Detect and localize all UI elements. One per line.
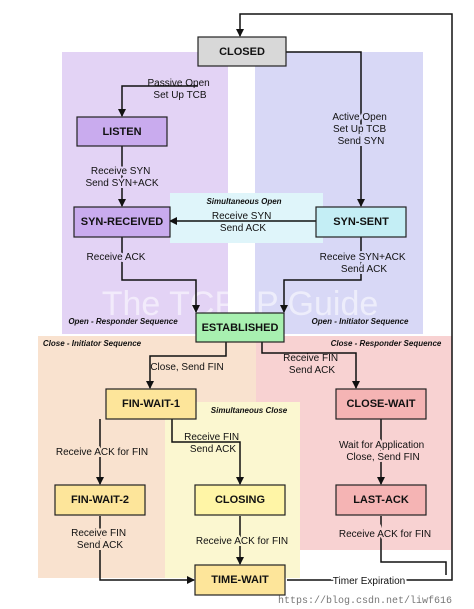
state-syn-received-box xyxy=(73,206,171,238)
label-active-open-line-3: Send SYN xyxy=(338,136,385,147)
label-synrcvd-estab-line-1: Receive ACK xyxy=(87,252,146,263)
label-estab-closewait-line-1: Receive FIN xyxy=(283,353,338,364)
state-listen-label: LISTEN xyxy=(102,126,141,138)
label-finwait2-timewait-line-1: Receive FIN xyxy=(71,528,126,539)
label-synsent-synrcvd-line-1: Receive SYN xyxy=(212,211,271,222)
edge-finwait2-timewait xyxy=(99,516,195,584)
label-timewait-closed-line-1: Timer Expiration xyxy=(333,576,405,587)
label-estab-closewait: Receive FIN Send ACK xyxy=(283,353,341,376)
label-synsent-estab: Receive SYN+ACK Send ACK xyxy=(320,252,409,275)
edge-closed-synsent xyxy=(286,51,365,207)
edge-estab-finwait1 xyxy=(146,342,227,389)
label-simultaneous-close: Simultaneous Close xyxy=(211,406,288,415)
label-listen-synrcvd-line-1: Receive SYN xyxy=(91,166,150,177)
state-close-wait[interactable]: CLOSE-WAIT xyxy=(335,388,427,420)
edge-closed-listen xyxy=(118,85,198,117)
label-active-open-line-1: Active Open xyxy=(332,112,386,123)
label-passive-open-line-2: Set Up TCB xyxy=(153,90,206,101)
label-close-initiator: Close - Initiator Sequence xyxy=(43,339,142,348)
label-closewait-lastack-line-2: Close, Send FIN xyxy=(346,452,419,463)
state-syn-received-label: SYN-RECEIVED xyxy=(81,216,164,228)
label-closewait-lastack-line-1: Wait for Application xyxy=(339,440,424,451)
region-simultaneous-open xyxy=(170,193,323,243)
edge-synrcvd-estab xyxy=(121,237,200,313)
label-listen-synrcvd-line-2: Send SYN+ACK xyxy=(85,178,158,189)
label-finwait1-finwait2-line-1: Receive ACK for FIN xyxy=(56,447,148,458)
label-closing-timewait-line-1: Receive ACK for FIN xyxy=(196,536,288,547)
state-fin-wait-2-label: FIN-WAIT-2 xyxy=(71,494,129,506)
state-closed-box xyxy=(197,36,287,67)
label-closing-timewait: Receive ACK for FIN xyxy=(196,536,288,547)
state-syn-sent-box xyxy=(315,206,407,238)
state-close-wait-box xyxy=(335,388,427,420)
state-time-wait[interactable]: TIME-WAIT xyxy=(194,564,286,596)
state-syn-sent-label: SYN-SENT xyxy=(333,216,389,228)
state-closing[interactable]: CLOSING xyxy=(194,484,286,516)
state-established-box xyxy=(195,312,285,343)
label-synsent-synrcvd: Receive SYN Send ACK xyxy=(212,211,274,234)
edge-synsent-estab xyxy=(280,237,362,313)
state-last-ack[interactable]: LAST-ACK xyxy=(335,484,427,516)
state-syn-received[interactable]: SYN-RECEIVED xyxy=(73,206,171,238)
state-last-ack-box xyxy=(335,484,427,516)
state-last-ack-label: LAST-ACK xyxy=(353,494,409,506)
label-estab-closewait-line-2: Send ACK xyxy=(289,365,335,376)
label-passive-open-line-1: Passive Open xyxy=(147,78,209,89)
label-closewait-lastack: Wait for Application Close, Send FIN xyxy=(339,440,427,463)
label-passive-open: Passive Open Set Up TCB xyxy=(147,78,212,101)
label-synrcvd-estab: Receive ACK xyxy=(87,252,146,263)
label-listen-synrcvd: Receive SYN Send SYN+ACK xyxy=(85,166,158,189)
edge-estab-closewait xyxy=(261,342,360,389)
label-finwait1-closing: Receive FIN Send ACK xyxy=(184,432,242,455)
label-simultaneous-open: Simultaneous Open xyxy=(206,197,281,206)
label-synsent-estab-line-1: Receive SYN+ACK xyxy=(320,252,406,263)
state-closed[interactable]: CLOSED xyxy=(197,36,287,67)
state-closed-label: CLOSED xyxy=(219,46,265,58)
label-active-open-line-2: Set Up TCB xyxy=(333,124,386,135)
label-finwait1-finwait2: Receive ACK for FIN xyxy=(56,447,148,458)
state-fin-wait-2-box xyxy=(54,484,146,516)
label-lastack-closed-line-1: Receive ACK for FIN xyxy=(339,529,431,540)
label-finwait1-closing-line-1: Receive FIN xyxy=(184,432,239,443)
label-open-responder: Open - Responder Sequence xyxy=(68,317,178,326)
label-active-open: Active Open Set Up TCB Send SYN xyxy=(332,112,389,147)
label-synsent-estab-line-2: Send ACK xyxy=(341,264,387,275)
label-close-responder: Close - Responder Sequence xyxy=(331,339,442,348)
state-fin-wait-2[interactable]: FIN-WAIT-2 xyxy=(54,484,146,516)
label-lastack-closed: Receive ACK for FIN xyxy=(339,529,431,540)
state-closing-box xyxy=(194,484,286,516)
label-finwait2-timewait: Receive FIN Send ACK xyxy=(71,528,129,551)
state-established[interactable]: ESTABLISHED xyxy=(195,312,285,343)
label-estab-finwait1-line-1: Close, Send FIN xyxy=(150,362,223,373)
state-syn-sent[interactable]: SYN-SENT xyxy=(315,206,407,238)
state-fin-wait-1-label: FIN-WAIT-1 xyxy=(122,398,180,410)
footer-url: https://blog.csdn.net/liwf616 xyxy=(278,595,452,607)
state-close-wait-label: CLOSE-WAIT xyxy=(346,398,415,410)
edge-timewait-closed xyxy=(236,13,453,581)
state-listen-box xyxy=(76,116,168,147)
state-fin-wait-1[interactable]: FIN-WAIT-1 xyxy=(105,388,197,420)
label-finwait1-closing-line-2: Send ACK xyxy=(190,444,236,455)
state-time-wait-label: TIME-WAIT xyxy=(211,574,269,586)
state-closing-label: CLOSING xyxy=(215,494,265,506)
label-estab-finwait1: Close, Send FIN xyxy=(150,362,223,373)
state-listen[interactable]: LISTEN xyxy=(76,116,168,147)
state-time-wait-box xyxy=(194,564,286,596)
edge-finwait1-closing xyxy=(171,419,244,485)
label-finwait2-timewait-line-2: Send ACK xyxy=(77,540,123,551)
edge-lastack-closed xyxy=(380,516,447,575)
edges xyxy=(96,13,453,584)
state-established-label: ESTABLISHED xyxy=(202,322,279,334)
label-open-initiator: Open - Initiator Sequence xyxy=(312,317,409,326)
label-timewait-closed: Timer Expiration xyxy=(333,576,405,587)
state-fin-wait-1-box xyxy=(105,388,197,420)
label-synsent-synrcvd-line-2: Send ACK xyxy=(220,223,266,234)
